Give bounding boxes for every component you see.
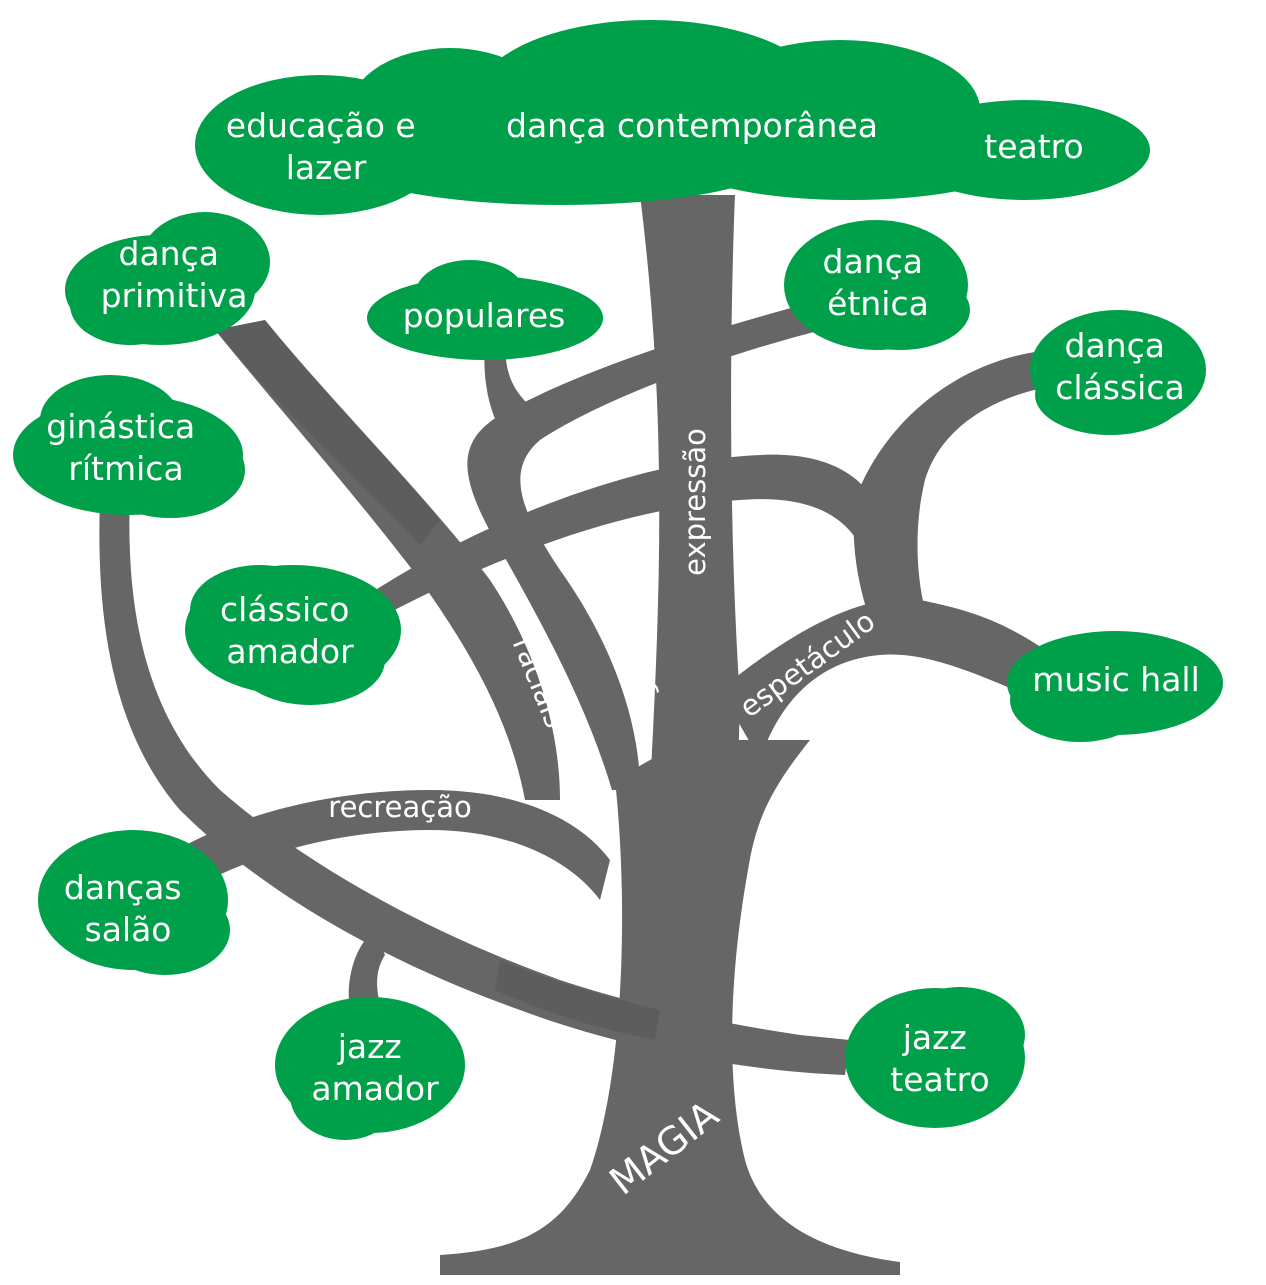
leaf-classical-dance-text: dança clássica <box>1055 326 1184 407</box>
canopy-cloud <box>195 20 1150 215</box>
leaf-popular: populares <box>367 260 603 360</box>
leaf-classical-dance: dança clássica <box>1030 310 1206 435</box>
trunk <box>440 740 900 1275</box>
spectacle-branch <box>720 598 1060 760</box>
branch-shadow <box>215 320 440 545</box>
leaf-primitive-text: dança primitiva <box>101 234 248 315</box>
branch-shadow <box>495 960 660 1040</box>
leaf-ethnic-dance: dança étnica <box>784 220 970 350</box>
leaf-music-hall-text: music hall <box>1032 660 1200 699</box>
classical-dance-branch <box>853 350 1060 620</box>
branch-label-recreation: recreação <box>328 790 471 824</box>
leaf-amateur-jazz-text: jazz amador <box>311 1027 439 1108</box>
leaf-amateur-classical: clássico amador <box>185 565 401 705</box>
leaf-amateur-classical-text: clássico amador <box>220 590 360 671</box>
branch-label-expression: expressão <box>678 428 712 576</box>
leaf-ballroom-text: danças salão <box>64 868 192 949</box>
theatre-label: teatro <box>984 127 1083 166</box>
leaf-ballroom: danças salão <box>38 830 230 975</box>
recreation-branch <box>160 790 610 900</box>
popular-branch <box>484 340 535 430</box>
amateur-classical-branch <box>360 454 880 615</box>
tree-trunk-and-branches <box>99 195 1060 1275</box>
ethnic-dance-branch <box>467 300 830 790</box>
contemporary-label: dança contemporânea <box>506 106 878 145</box>
leaf-rhythmic-gym-text: ginástica rítmica <box>46 407 205 488</box>
amateur-jazz-branch <box>348 930 385 1010</box>
leaf-primitive: dança primitiva <box>65 212 270 345</box>
canopy: educação e lazer dança contemporânea tea… <box>195 20 1150 215</box>
leaf-theatre-jazz-text: jazz teatro <box>890 1018 989 1099</box>
leaf-amateur-jazz: jazz amador <box>275 997 465 1140</box>
leaf-music-hall: music hall <box>1007 631 1223 742</box>
rhythmic-gym-branch <box>99 495 850 1075</box>
leaf-theatre-jazz: jazz teatro <box>845 987 1025 1128</box>
education-label: educação e lazer <box>226 106 426 187</box>
leaf-popular-text: populares <box>403 296 566 335</box>
leaf-ethnic-dance-text: dança étnica <box>823 242 934 323</box>
leaf-rhythmic-gym: ginástica rítmica <box>13 375 245 518</box>
